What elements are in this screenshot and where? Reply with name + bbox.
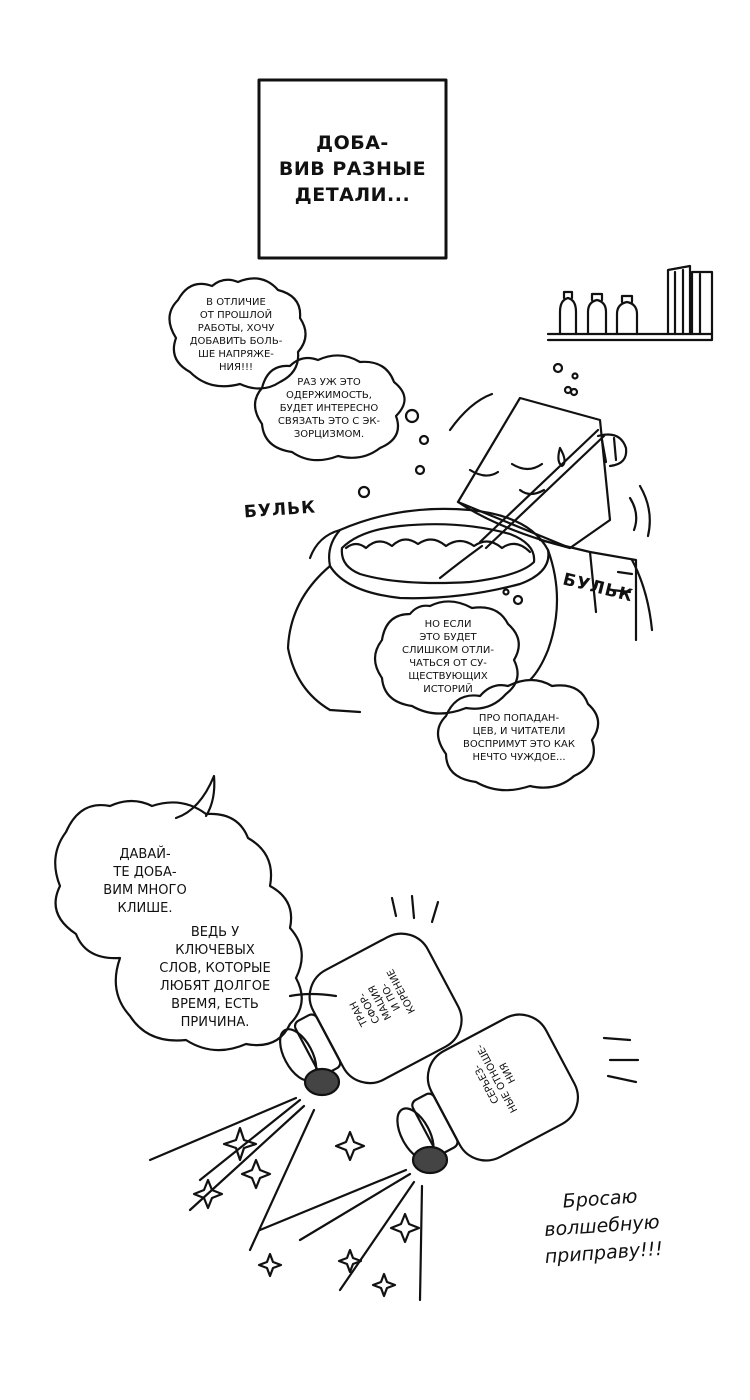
bubble-2-text: РАЗ УЖ ЭТО ОДЕРЖИМОСТЬ, БУДЕТ ИНТЕРЕСНО … [277,377,381,440]
bubble-3-text: НО ЕСЛИ ЭТО БУДЕТ СЛИШКОМ ОТЛИ- ЧАТЬСЯ О… [401,619,495,695]
shelf-illustration [546,264,714,342]
bubble-tail [174,774,216,820]
speech-bubble-1 [168,277,307,390]
bubble-1-text: В ОТЛИЧИЕ ОТ ПРОШЛОЙ РАБОТЫ, ХОЧУ ДОБАВИ… [189,297,283,373]
speech-bubble-3 [373,600,520,715]
speech-bubble-4 [436,678,600,792]
right-shaker-illustration [396,1013,579,1162]
speech-bubble-2 [253,354,406,462]
caption-box [257,78,448,260]
bubble-5-text: ДАВАЙ- ТЕ ДОБА- ВИМ МНОГО КЛИШЕ. [103,847,187,916]
character-illustration [448,362,654,642]
speech-bubble-5 [54,799,303,1052]
caption-text: ДОБА- ВИВ РАЗНЫЕ ДЕТАЛИ... [278,132,427,206]
bubble-4-text: ПРО ПОПАДАН- ЦЕВ, И ЧИТАТЕЛИ ВОСПРИМУТ Э… [463,713,575,763]
bubble-6-text: ВЕДЬ У КЛЮЧЕВЫХ СЛОВ, КОТОРЫЕ ЛЮБЯТ ДОЛГ… [159,925,271,1030]
cauldron-illustration [286,507,559,714]
handwritten-caption: Бросаю волшебную приправу!!! [543,1185,664,1269]
ladle-illustration [438,428,606,580]
